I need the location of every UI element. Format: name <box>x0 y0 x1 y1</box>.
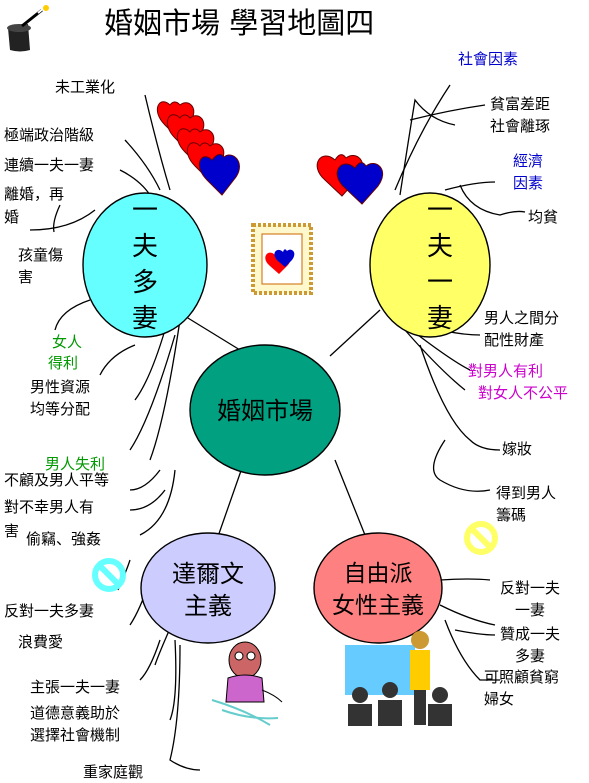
label-unfortunate-1: 對不幸男人有 <box>4 498 95 516</box>
framed-hearts-icon <box>251 223 313 295</box>
no-sign-icon-2 <box>92 558 126 592</box>
monogamy-char-4: 妻 <box>426 304 453 334</box>
label-extreme-politics: 極端政治階級 <box>4 126 95 144</box>
label-social-factors: 社會因素 <box>458 50 519 68</box>
label-care-2: 婦女 <box>484 690 515 708</box>
polygamy-label: 一 夫 多 妻 <box>125 193 165 337</box>
label-pre-industrial: 未工業化 <box>55 78 116 96</box>
label-gap-2: 社會離琢 <box>490 117 551 135</box>
page-title: 婚姻市場 學習地圖四 <box>104 6 375 40</box>
darwinism-label: 達爾文 主義 <box>148 558 268 622</box>
monogamy-char-1: 一 <box>426 196 453 226</box>
label-serial-monogamy: 連續一夫一妻 <box>4 156 95 174</box>
label-resource-1: 男性資源 <box>30 378 91 396</box>
label-dowry: 嫁妝 <box>502 440 533 458</box>
no-sign-icon <box>464 521 498 555</box>
label-good-for-men: 對男人有利 <box>468 362 544 380</box>
hearts-pair-icon <box>316 154 384 205</box>
polygamy-char-4: 妻 <box>131 304 158 334</box>
monogamy-char-2: 夫 <box>426 232 453 262</box>
hearts-cluster-icon <box>156 101 240 196</box>
darwinism-line-1: 達爾文 <box>172 560 244 588</box>
label-divorce-1: 離婚，再 <box>4 185 65 203</box>
label-unequal: 不顧及男人平等 <box>4 471 110 489</box>
feminism-label: 自由派 女性主義 <box>318 558 438 622</box>
center-label: 婚姻市場 <box>217 397 313 425</box>
label-oppose-polygamy: 反對一夫多妻 <box>4 602 95 620</box>
label-support-polygamy-2: 多妻 <box>515 647 546 665</box>
label-child-harm-1: 孩童傷 <box>18 246 64 264</box>
polygamy-char-3: 多 <box>131 268 158 298</box>
label-waste-love: 浪費愛 <box>18 633 64 651</box>
label-men-lose: 男人失利 <box>45 455 106 473</box>
darwinism-line-2: 主義 <box>184 592 232 620</box>
label-property-2: 配性財產 <box>484 331 545 349</box>
label-property-1: 男人之間分 <box>484 309 560 327</box>
label-child-harm-2: 害 <box>18 268 34 286</box>
label-resource-2: 均等分配 <box>30 400 91 418</box>
center-node <box>189 344 341 476</box>
label-support-polygamy-1: 贊成一夫 <box>500 625 561 643</box>
label-women-benefit-1: 女人 <box>52 333 83 351</box>
label-chips-2: 籌碼 <box>496 506 527 524</box>
feminism-node <box>313 532 443 644</box>
label-advocate: 主張一夫一妻 <box>30 678 121 696</box>
label-moral-1: 道德意義助於 <box>30 704 121 722</box>
label-econ-2: 因素 <box>513 174 544 192</box>
polygamy-node <box>82 192 208 338</box>
monogamy-node <box>369 192 491 338</box>
label-gap-1: 貧富差距 <box>490 95 551 113</box>
polygamy-char-2: 夫 <box>131 232 158 262</box>
label-unfair-women: 對女人不公平 <box>478 384 569 402</box>
meeting-people-icon <box>345 631 452 726</box>
label-oppose-monogamy-2: 一妻 <box>515 601 546 619</box>
label-chips-1: 得到男人 <box>496 484 557 502</box>
label-care-1: 可照顧貧窮 <box>484 668 560 686</box>
label-theft: 偷竊、強姦 <box>26 530 102 548</box>
darwinism-node <box>140 532 276 644</box>
label-women-benefit-2: 得利 <box>48 354 79 372</box>
label-unfortunate-2: 害 <box>4 522 20 540</box>
label-family: 重家庭觀 <box>83 763 144 781</box>
label-oppose-monogamy-1: 反對一夫 <box>500 579 561 597</box>
feminism-line-2: 女性主義 <box>332 593 424 619</box>
cartoon-person-icon <box>211 641 283 726</box>
feminism-line-1: 自由派 <box>343 561 413 587</box>
label-divorce-2: 婚 <box>4 208 20 226</box>
monogamy-label: 一 夫 一 妻 <box>420 193 460 337</box>
polygamy-char-1: 一 <box>131 196 158 226</box>
monogamy-char-3: 一 <box>426 268 453 298</box>
label-poverty: 均貧 <box>528 208 559 226</box>
magic-hat-icon <box>7 5 49 52</box>
label-moral-2: 選擇社會機制 <box>30 726 121 744</box>
label-econ-1: 經濟 <box>513 152 544 170</box>
